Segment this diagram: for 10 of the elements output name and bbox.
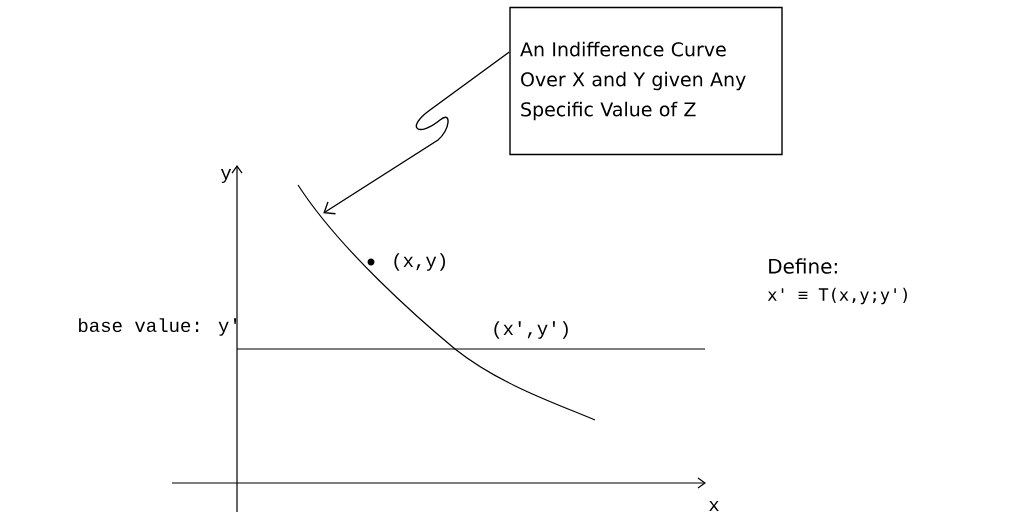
axis-label: y xyxy=(220,169,232,183)
point-label: (x,y) xyxy=(394,253,445,271)
definition: x' ≡ T(x,y;y') xyxy=(767,287,907,305)
callout-box: An Indifference Curve Over X and Y given Any Specific Value of Z xyxy=(509,6,783,156)
indifference-curve xyxy=(297,184,596,421)
leader-arrow xyxy=(323,51,510,215)
heading: Define: xyxy=(769,258,837,274)
axis-label: x xyxy=(709,500,719,511)
axis-label: base value: y' xyxy=(79,318,237,336)
point-label: (x',y') xyxy=(494,321,568,339)
